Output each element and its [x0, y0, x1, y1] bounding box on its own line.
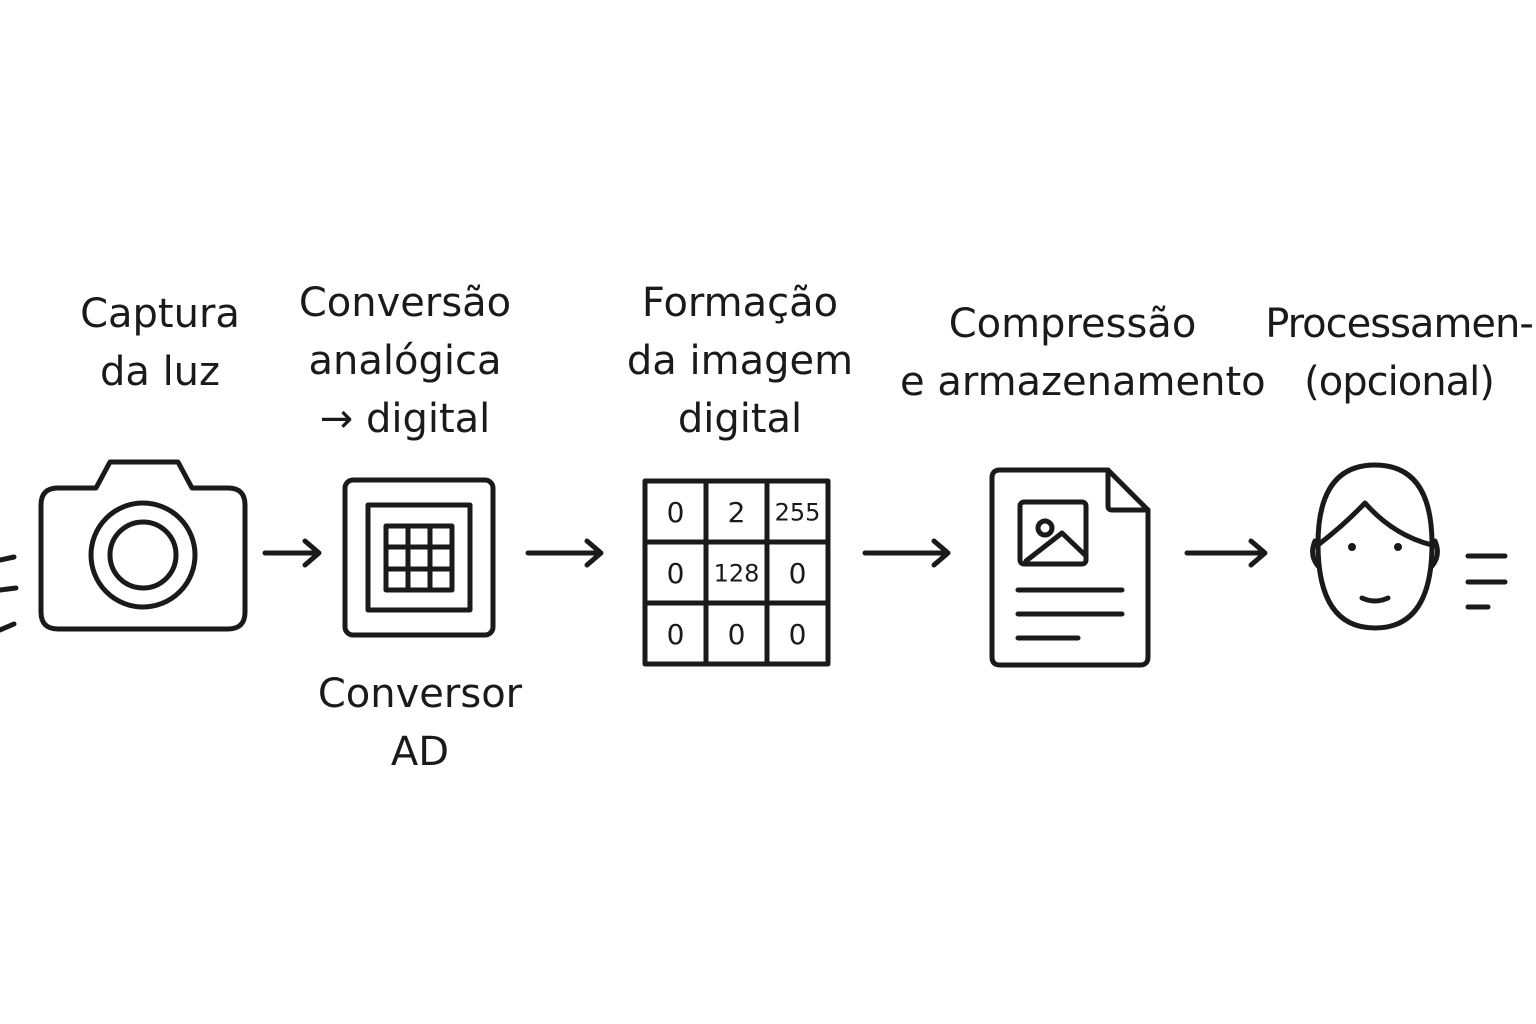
converter-caption-line-1: Conversor	[317, 671, 523, 717]
image-file-icon	[989, 467, 1151, 668]
processing-title-line-2: (opcional)	[1304, 359, 1495, 405]
formation-title-line-3: digital	[677, 396, 803, 442]
capture-title-line-1: Captura	[80, 291, 240, 337]
pixel-matrix-icon: 0 2 255 0 128 0 0 0 0	[642, 478, 831, 667]
camera-icon	[38, 459, 248, 632]
conversion-title-line-1: Conversão	[298, 280, 512, 326]
light-rays-icon	[0, 554, 19, 633]
formation-title-line-2: da imagem	[626, 338, 854, 384]
processing-title: Processamen- (opcional)	[1262, 295, 1536, 411]
arrow-right-icon	[262, 538, 322, 568]
formation-title-line-1: Formação	[641, 280, 839, 326]
ad-converter-chip-icon	[342, 477, 496, 638]
processing-title-line-1: Processamen-	[1265, 301, 1534, 347]
conversion-title: Conversão analógica → digital	[285, 274, 525, 448]
output-lines-icon	[1465, 553, 1508, 610]
matrix-cell-value: 0	[667, 618, 685, 651]
converter-caption-line-2: AD	[390, 729, 450, 775]
matrix-cell-value: 0	[728, 618, 746, 651]
formation-title: Formação da imagem digital	[610, 274, 870, 448]
compression-title-line-2: e armazenamento	[900, 359, 1266, 405]
arrow-right-icon	[525, 538, 604, 568]
matrix-cell-value: 0	[789, 557, 807, 590]
matrix-cell-value: 0	[667, 496, 685, 529]
matrix-cell-value: 255	[775, 499, 821, 527]
capture-title: Captura da luz	[40, 285, 280, 401]
compression-title: Compressão e armazenamento	[900, 295, 1266, 411]
arrow-right-icon	[1184, 538, 1268, 568]
matrix-cell-value: 0	[667, 557, 685, 590]
arrow-right-icon	[862, 538, 951, 568]
compression-title-line-1: Compressão	[948, 301, 1197, 347]
conversion-title-line-3: → digital	[319, 396, 491, 442]
converter-caption: Conversor AD	[300, 665, 540, 781]
matrix-cell-value: 128	[714, 560, 760, 588]
conversion-title-line-2: analógica	[308, 338, 502, 384]
face-icon	[1310, 462, 1440, 631]
matrix-cell-value: 2	[728, 496, 746, 529]
matrix-cell-value: 0	[789, 618, 807, 651]
capture-title-line-2: da luz	[99, 349, 221, 395]
